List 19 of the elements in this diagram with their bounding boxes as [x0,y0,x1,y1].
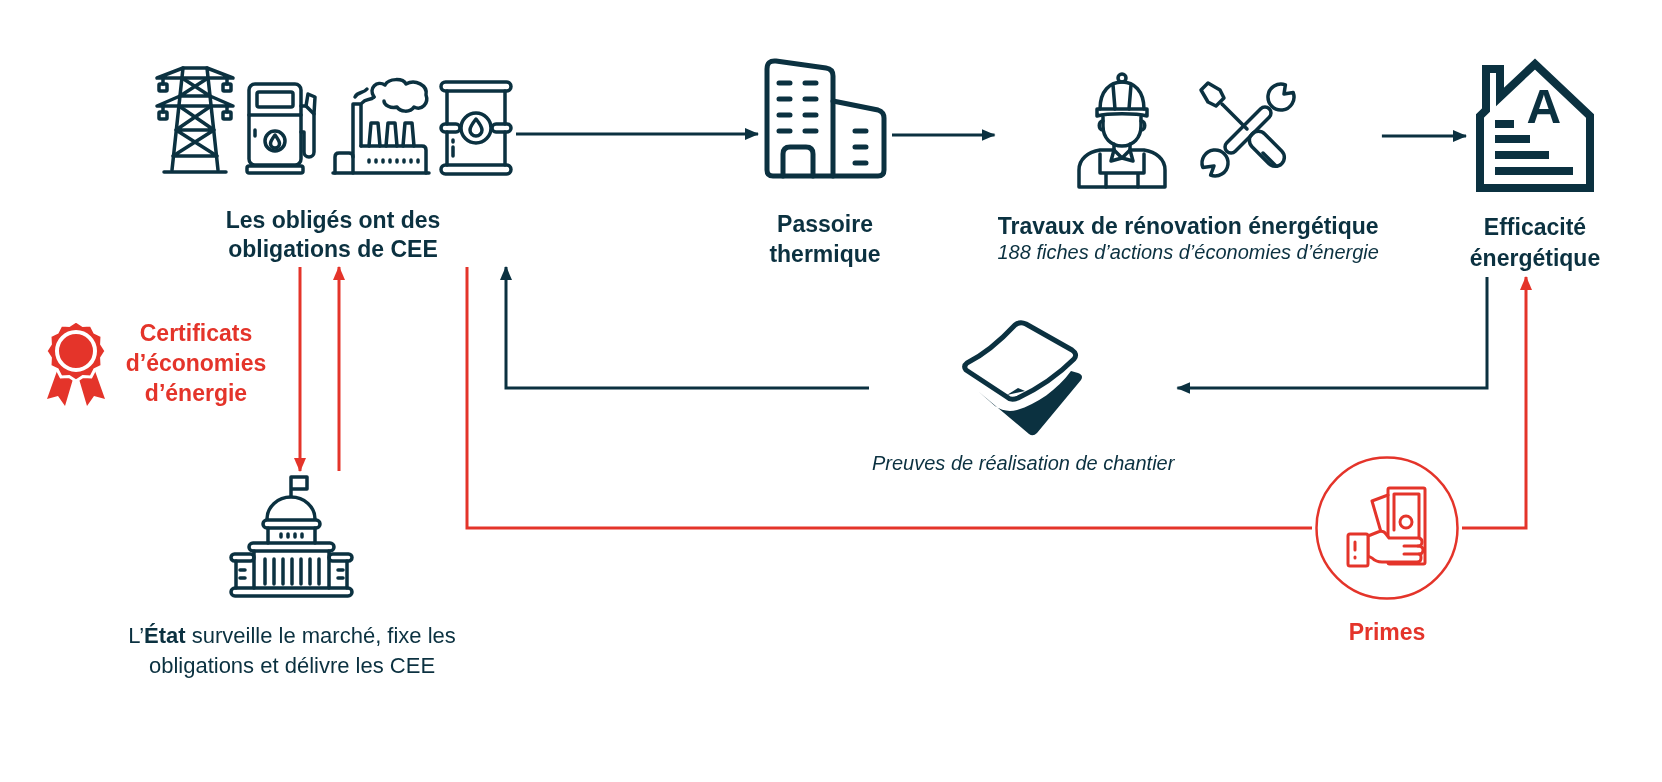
step-title: Primes [1348,618,1426,647]
arrow [333,266,345,471]
arrow [1462,276,1532,530]
arrow [294,267,306,472]
arrow [892,129,996,141]
step-caption: Preuves de réalisation de chantier [872,451,1175,475]
energy-class-letter: A [1526,87,1562,127]
step-title: Efficacité énergétique [1469,213,1601,273]
arrow [1381,130,1467,142]
arrow [1176,277,1489,394]
step-title: Les obligés ont des obligations de CEE [225,206,441,264]
connector-line [465,267,1312,530]
step-title: Passoire thermique [768,210,882,269]
step-title: Travaux de rénovation énergétique [997,212,1379,240]
arrow [500,266,869,390]
arrow [516,128,759,140]
description-text: L’État surveille le marché, fixe les obligations et délivre les CEE [127,622,457,680]
step-caption: 188 fiches d’actions d’économies d’énergie [997,240,1379,264]
flow-label: Certificats d’économies d’énergie [125,319,267,408]
